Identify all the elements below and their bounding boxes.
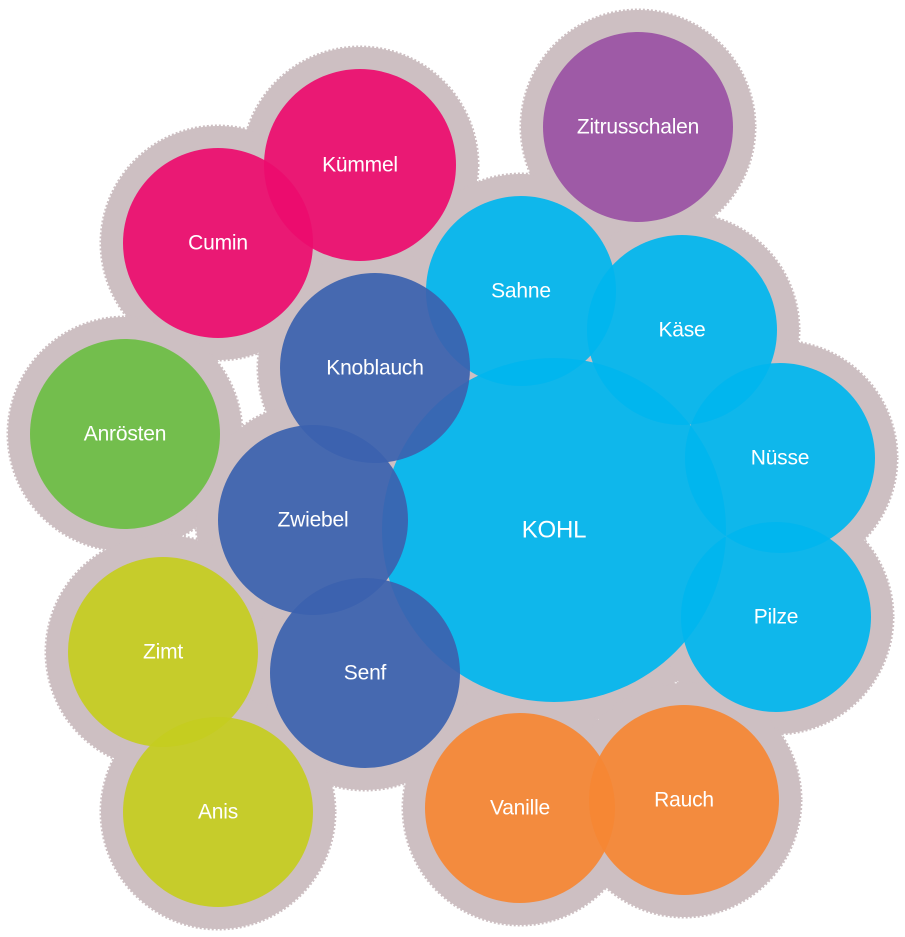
label-kuemmel: Kümmel <box>322 154 398 177</box>
label-zimt: Zimt <box>143 641 183 664</box>
labels: KOHL ZitrusschalenKümmelCuminSahneKäseKno… <box>84 116 810 824</box>
label-pilze: Pilze <box>754 606 799 629</box>
bubble-cumin <box>123 148 313 338</box>
bubble-anis <box>123 717 313 907</box>
label-vanille: Vanille <box>490 797 550 820</box>
label-anis: Anis <box>198 801 238 824</box>
bubble-kaese <box>587 235 777 425</box>
label-sahne: Sahne <box>491 280 551 303</box>
bubble-kohl <box>382 358 726 702</box>
label-nuesse: Nüsse <box>751 447 810 470</box>
label-anroesten: Anrösten <box>84 423 166 446</box>
label-knoblauch: Knoblauch <box>326 357 423 380</box>
label-zitrusschalen: Zitrusschalen <box>577 116 699 139</box>
bubble-sahne <box>426 196 616 386</box>
bubble-vanille <box>425 713 615 903</box>
bubbles <box>30 32 875 907</box>
label-rauch: Rauch <box>654 789 714 812</box>
bubble-zimt <box>68 557 258 747</box>
bubble-rauch <box>589 705 779 895</box>
bubble-nuesse <box>685 363 875 553</box>
bubble-senf <box>270 578 460 768</box>
bubble-knoblauch <box>280 273 470 463</box>
bubble-zwiebel <box>218 425 408 615</box>
label-cumin: Cumin <box>188 232 248 255</box>
bubble-pilze <box>681 522 871 712</box>
label-senf: Senf <box>344 662 387 685</box>
bubble-zitrusschalen <box>543 32 733 222</box>
bubble-kuemmel <box>264 69 456 261</box>
label-kohl: KOHL <box>522 517 587 544</box>
label-kaese: Käse <box>658 319 705 342</box>
bubble-anroesten <box>30 339 220 529</box>
label-zwiebel: Zwiebel <box>278 509 349 532</box>
